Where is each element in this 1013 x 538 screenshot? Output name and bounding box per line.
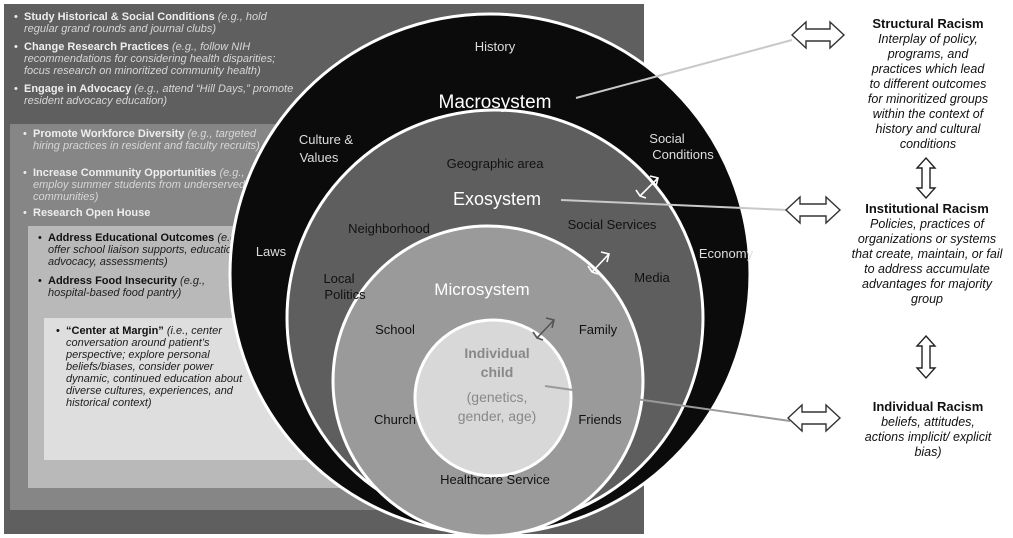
structural-racism-description: Interplay of policy, programs, and pract… [867, 32, 989, 151]
individual-racism-title: Individual Racism [872, 399, 984, 414]
svg-text:School: School [375, 322, 415, 337]
svg-text:(genetics,: (genetics, [467, 389, 528, 405]
svg-text:Social Services: Social Services [568, 217, 657, 232]
svg-text:Local: Local [323, 271, 354, 286]
svg-text:Geographic area: Geographic area [447, 156, 545, 171]
strategy-item: •Engage in Advocacy (e.g., attend “Hill … [14, 83, 294, 107]
strategy-item: •Change Research Practices (e.g., follow… [14, 41, 276, 77]
svg-text:Media: Media [634, 270, 670, 285]
svg-text:Friends: Friends [578, 412, 622, 427]
svg-text:Healthcare Service: Healthcare Service [440, 472, 550, 487]
strategy-item: •Promote Workforce Diversity (e.g., targ… [23, 128, 260, 152]
vertical-double-arrow-icon [915, 334, 937, 380]
double-arrow-icon [786, 403, 842, 433]
svg-text:Exosystem: Exosystem [453, 189, 541, 209]
svg-text:Family: Family [579, 322, 618, 337]
strategy-item: •“Center at Margin” (i.e., center conver… [56, 325, 243, 409]
vertical-double-arrow-icon [915, 156, 937, 200]
svg-text:Conditions: Conditions [652, 147, 714, 162]
strategy-item: •Address Food Insecurity (e.g., hospital… [38, 275, 206, 299]
pointer-line-structural [575, 39, 793, 99]
svg-text:Individual: Individual [464, 345, 529, 361]
svg-text:Macrosystem: Macrosystem [439, 92, 552, 113]
svg-text:Economy: Economy [699, 246, 754, 261]
strategy-item: •Research Open House [23, 207, 151, 219]
individual-racism-description: beliefs, attitudes, actions implicit/ ex… [864, 415, 992, 459]
diagonal-arrow-icon [635, 175, 659, 199]
svg-text:child: child [481, 364, 514, 380]
svg-text:gender, age): gender, age) [458, 408, 537, 424]
svg-text:Microsystem: Microsystem [434, 280, 529, 299]
pointer-line-institutional [560, 199, 789, 211]
svg-text:Church: Church [374, 412, 416, 427]
strategy-item: •Increase Community Opportunities (e.g.,… [23, 167, 246, 203]
institutional-racism-title: Institutional Racism [865, 201, 989, 216]
svg-text:Values: Values [300, 150, 339, 165]
structural-racism-title: Structural Racism [872, 16, 984, 31]
strategy-item: •Study Historical & Social Conditions (e… [14, 11, 267, 35]
pointer-line-individual [544, 385, 791, 422]
institutional-racism-description: Policies, practices of organizations or … [851, 217, 1003, 306]
svg-text:Politics: Politics [324, 287, 366, 302]
double-arrow-icon [790, 20, 846, 50]
individual-circle [413, 318, 573, 478]
diagonal-arrow-icon [587, 251, 610, 275]
diagonal-arrow-icon [532, 317, 555, 341]
svg-text:Laws: Laws [256, 244, 287, 259]
svg-text:History: History [475, 39, 516, 54]
svg-text:Neighborhood: Neighborhood [348, 221, 430, 236]
double-arrow-icon [784, 195, 842, 225]
svg-text:Culture &: Culture & [299, 132, 354, 147]
svg-text:Social: Social [649, 131, 685, 146]
